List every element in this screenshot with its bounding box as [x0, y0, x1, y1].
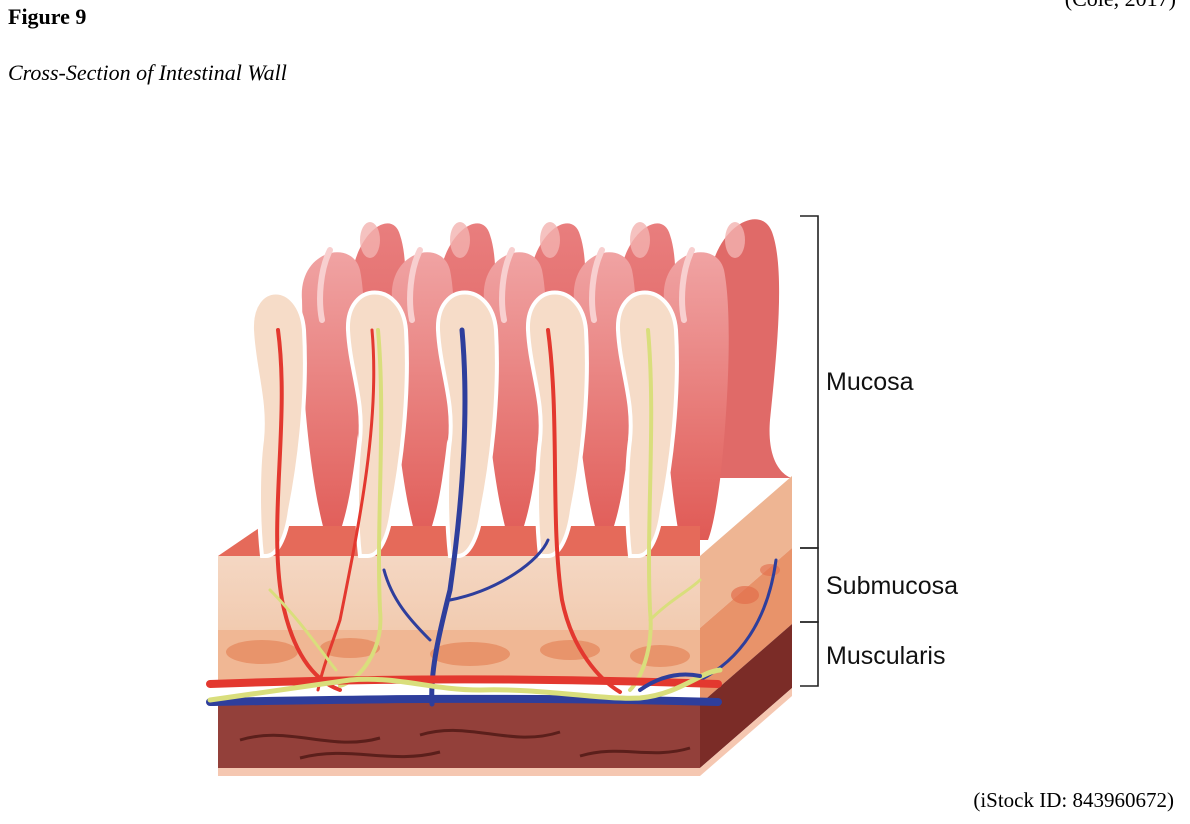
figure-label: Figure 9: [8, 4, 87, 29]
layer-brackets: [800, 215, 819, 687]
citation-cut-off: (Cole, 2017): [1065, 0, 1176, 12]
image-credit: (iStock ID: 843960672): [973, 788, 1174, 812]
block-right-face: [700, 476, 792, 776]
label-submucosa: Submucosa: [826, 572, 958, 600]
figure-title: Cross-Section of Intestinal Wall: [8, 60, 287, 85]
blood-vessels: [206, 327, 778, 707]
label-muscularis: Muscularis: [826, 642, 945, 670]
label-mucosa: Mucosa: [826, 368, 914, 396]
front-villi: [249, 290, 679, 558]
middle-villi: [301, 247, 729, 548]
block-front-face: [218, 526, 700, 776]
